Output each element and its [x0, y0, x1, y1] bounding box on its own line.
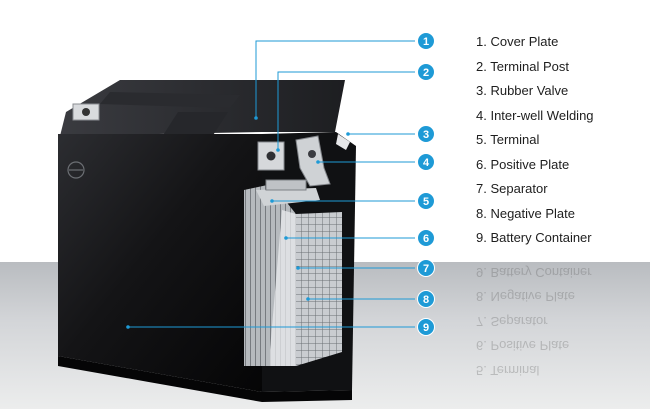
leader-endpoint-1 — [254, 116, 258, 120]
negative-plate-grid — [296, 212, 342, 366]
rubber-valve-icon — [336, 134, 350, 150]
callout-number-3: 3 — [423, 129, 429, 141]
callout-number-4: 4 — [423, 157, 430, 169]
reflection-item: 9. Battery Container — [476, 265, 592, 280]
legend-item-cover-plate: 1. Cover Plate — [476, 34, 559, 49]
legend-item-battery-container: 9. Battery Container — [476, 230, 592, 245]
vent-symbol-icon — [67, 161, 85, 179]
cover-ridge — [160, 112, 228, 140]
reflection-item: 5. Terminal — [476, 363, 540, 378]
callout-badge-3: 3 — [417, 125, 435, 143]
battery-container-front — [58, 134, 262, 392]
leader-endpoint-2 — [276, 148, 280, 152]
terminal-block-icon — [265, 179, 307, 191]
callout-number-5: 5 — [423, 196, 429, 208]
battery-body — [58, 80, 356, 402]
legend-item-terminal: 5. Terminal — [476, 132, 540, 147]
callout-badge-5: 5 — [417, 192, 435, 210]
reflection-item: 7. Separator — [476, 314, 548, 329]
leader-endpoint-5 — [270, 199, 274, 203]
left-terminal-post-icon — [72, 103, 100, 121]
leader-endpoint-3 — [346, 132, 350, 136]
reflection-item: 6. Positive Plate — [476, 338, 570, 354]
callout-number-9: 9 — [423, 322, 429, 334]
legend-item-separator: 7. Separator — [476, 181, 548, 196]
callout-badge-9: 9 — [417, 318, 435, 336]
legend-reflection: 5. Terminal 6. Positive Plate 7. Separat… — [476, 260, 592, 383]
leader-line-2 — [277, 71, 415, 150]
inter-well-welding-icon — [295, 135, 331, 187]
leader-endpoint-8 — [306, 297, 310, 301]
callout-badge-7: 7 — [417, 259, 435, 277]
callout-number-7: 7 — [423, 263, 429, 275]
callout-number-6: 6 — [423, 233, 429, 245]
container-base — [58, 356, 352, 402]
legend-item-inter-well-welding: 4. Inter-well Welding — [476, 107, 594, 123]
cover-handle-recess — [100, 92, 240, 108]
legend-item-terminal-post: 2. Terminal Post — [476, 58, 569, 74]
callout-badge-6: 6 — [417, 229, 435, 247]
terminal-post-icon — [257, 141, 285, 171]
leader-line-1 — [255, 40, 415, 118]
leader-endpoint-7 — [296, 266, 300, 270]
legend-item-rubber-valve: 3. Rubber Valve — [476, 83, 569, 98]
callout-badge-1: 1 — [417, 32, 435, 50]
callout-number-1: 1 — [423, 36, 429, 48]
leader-lines — [126, 40, 415, 329]
leader-endpoint-9 — [126, 325, 130, 329]
legend-item-positive-plate: 6. Positive Plate — [476, 156, 570, 172]
leader-endpoint-6 — [284, 236, 288, 240]
reflection-item: 8. Negative Plate — [476, 289, 576, 305]
legend-item-negative-plate: 8. Negative Plate — [476, 205, 576, 221]
callout-badges: 1 2 3 4 5 6 7 8 9 — [417, 32, 435, 336]
leader-endpoint-4 — [316, 160, 320, 164]
callout-badge-4: 4 — [417, 153, 435, 171]
callout-badge-2: 2 — [417, 63, 435, 81]
callout-number-8: 8 — [423, 294, 429, 306]
legend-list: 1. Cover Plate 2. Terminal Post 3. Rubbe… — [476, 30, 594, 251]
callout-number-2: 2 — [423, 67, 429, 79]
callout-badge-8: 8 — [417, 290, 435, 308]
